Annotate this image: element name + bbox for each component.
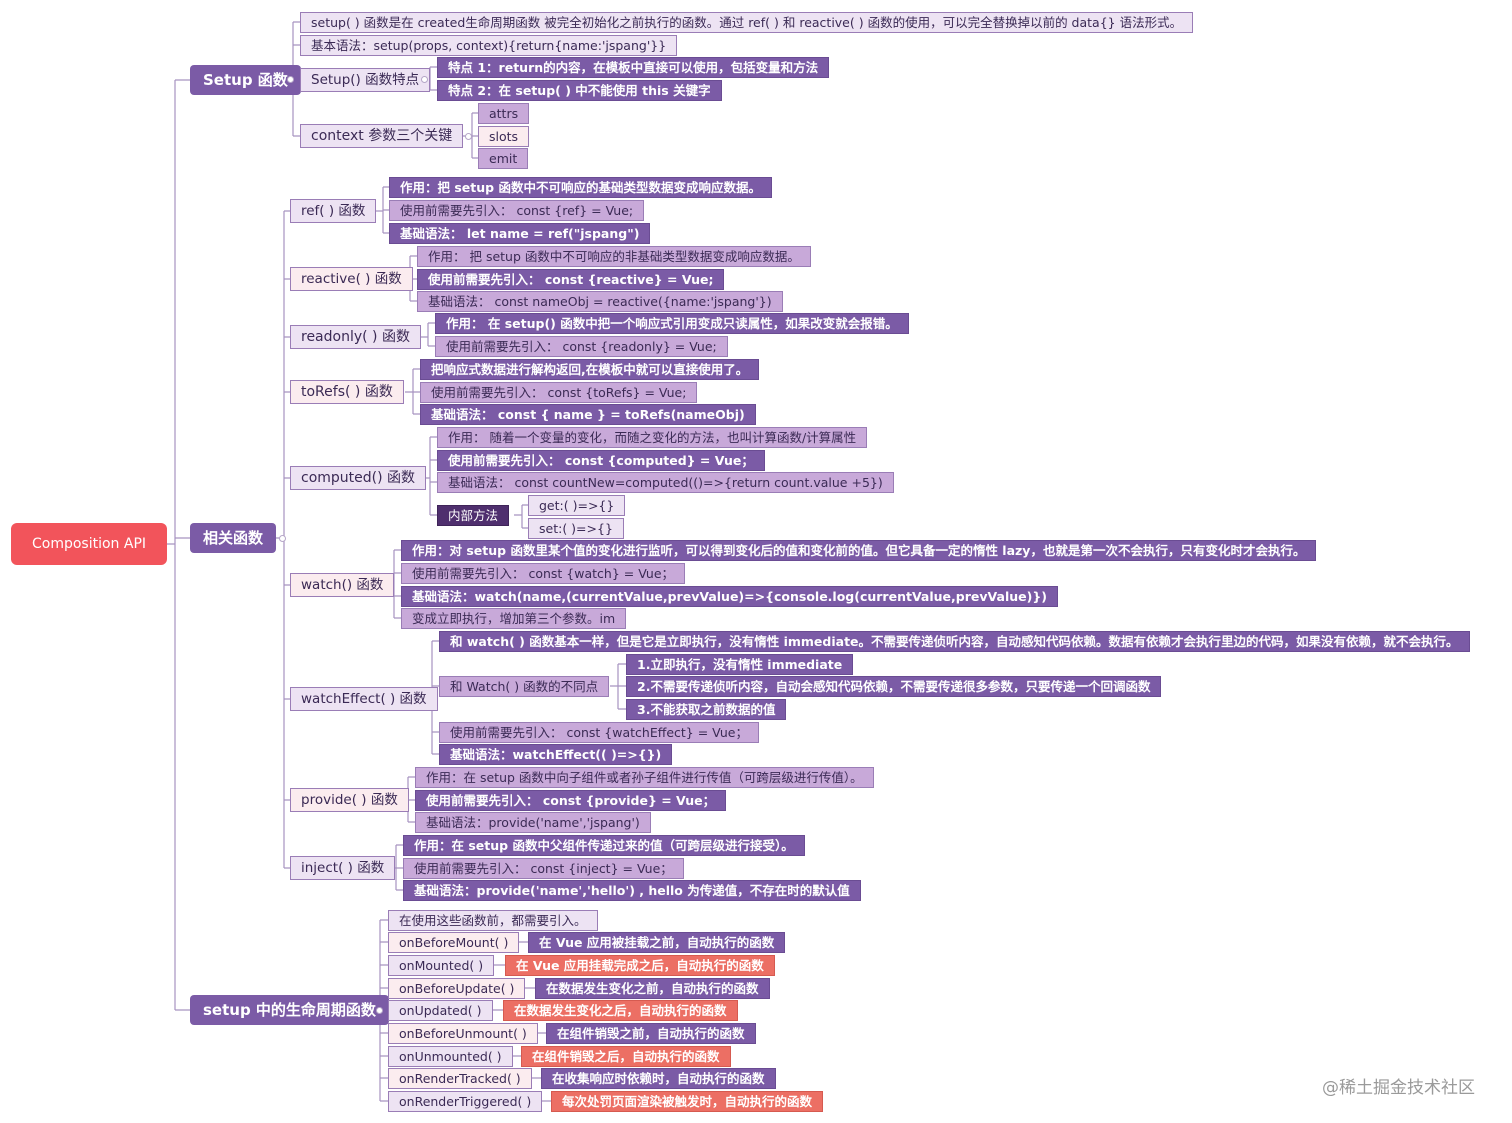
lifecycle-onupdated-desc[interactable]: 在数据发生变化之后，自动执行的函数 [503, 1000, 738, 1021]
setup-features-node[interactable]: Setup() 函数特点 [300, 68, 431, 92]
lifecycle-onbeforemount[interactable]: onBeforeMount( ) [388, 932, 520, 953]
setup-desc-node[interactable]: setup( ) 函数是在 created生命周期函数 被完全初始化之前执行的函… [300, 12, 1194, 33]
lifecycle-node[interactable]: setup 中的生命周期函数 [190, 995, 389, 1025]
lifecycle-onrendertracked-desc[interactable]: 在收集响应时依赖时，自动执行的函数 [541, 1068, 776, 1089]
lifecycle-onmounted[interactable]: onMounted( ) [388, 955, 495, 976]
lifecycle-onbeforeupdate-desc[interactable]: 在数据发生变化之前，自动执行的函数 [535, 978, 770, 999]
reactive-import[interactable]: 使用前需要先引入： const {reactive} = Vue; [417, 269, 725, 290]
lifecycle-note[interactable]: 在使用这些函数前，都需要引入。 [388, 910, 598, 931]
provide-import[interactable]: 使用前需要先引入： const {provide} = Vue； [415, 790, 727, 811]
watcheffect-diff-1[interactable]: 1.立即执行，没有惰性 immediate [626, 654, 854, 675]
provide-node[interactable]: provide( ) 函数 [290, 788, 409, 812]
computed-syntax[interactable]: 基础语法： const countNew=computed(()=>{retur… [437, 472, 894, 493]
setup-feature-1[interactable]: 特点 1：return的内容，在模板中直接可以使用，包括变量和方法 [437, 57, 830, 78]
context-slots[interactable]: slots [478, 126, 530, 147]
provide-syntax[interactable]: 基础语法：provide('name','jspang') [415, 812, 651, 833]
watcheffect-purpose[interactable]: 和 watch( ) 函数基本一样，但是它是立即执行，没有惰性 immediat… [439, 631, 1470, 652]
related-functions-node[interactable]: 相关函数 [190, 523, 277, 553]
readonly-purpose[interactable]: 作用： 在 setup() 函数中把一个响应式引用变成只读属性，如果改变就会报错… [435, 313, 909, 334]
reactive-node[interactable]: reactive( ) 函数 [290, 267, 413, 291]
lifecycle-onunmounted[interactable]: onUnmounted( ) [388, 1046, 513, 1067]
computed-node[interactable]: computed() 函数 [290, 466, 427, 490]
context-attrs[interactable]: attrs [478, 103, 530, 124]
collapse-toggle-icon[interactable] [465, 133, 472, 140]
watch-node[interactable]: watch() 函数 [290, 573, 395, 597]
collapse-toggle-icon[interactable] [421, 76, 428, 83]
root-node[interactable]: Composition API [11, 523, 167, 565]
collapse-toggle-icon[interactable] [376, 1007, 383, 1014]
computed-setter[interactable]: set:( )=>{} [528, 518, 624, 539]
context-emit[interactable]: emit [478, 148, 529, 169]
readonly-node[interactable]: readonly( ) 函数 [290, 325, 421, 349]
torefs-node[interactable]: toRefs( ) 函数 [290, 380, 404, 404]
watermark: @稀土掘金技术社区 [1322, 1078, 1475, 1098]
reactive-syntax[interactable]: 基础语法： const nameObj = reactive({name:'js… [417, 291, 783, 312]
setup-syntax-node[interactable]: 基本语法：setup(props, context){return{name:'… [300, 35, 678, 56]
ref-purpose[interactable]: 作用：把 setup 函数中不可响应的基础类型数据变成响应数据。 [389, 177, 772, 198]
watch-immediate[interactable]: 变成立即执行，增加第三个参数。im [401, 608, 627, 629]
lifecycle-onbeforeupdate[interactable]: onBeforeUpdate( ) [388, 978, 526, 999]
context-node[interactable]: context 参数三个关键 [300, 124, 464, 148]
setup-function-node[interactable]: Setup 函数 [190, 65, 301, 95]
watch-syntax[interactable]: 基础语法：watch(name,(currentValue,prevValue)… [401, 586, 1058, 607]
watcheffect-diff-3[interactable]: 3.不能获取之前数据的值 [626, 699, 787, 720]
lifecycle-onbeforemount-desc[interactable]: 在 Vue 应用被挂载之前，自动执行的函数 [528, 932, 786, 953]
lifecycle-onrendertracked[interactable]: onRenderTracked( ) [388, 1068, 532, 1089]
computed-import[interactable]: 使用前需要先引入： const {computed} = Vue； [437, 450, 765, 471]
watch-import[interactable]: 使用前需要先引入： const {watch} = Vue； [401, 563, 686, 584]
collapse-toggle-icon[interactable] [287, 76, 294, 83]
ref-node[interactable]: ref( ) 函数 [290, 199, 377, 223]
computed-getter[interactable]: get:( )=>{} [528, 495, 626, 516]
reactive-purpose[interactable]: 作用： 把 setup 函数中不可响应的非基础类型数据变成响应数据。 [417, 246, 811, 267]
computed-purpose[interactable]: 作用： 随着一个变量的变化，而随之变化的方法，也叫计算函数/计算属性 [437, 427, 868, 448]
torefs-import[interactable]: 使用前需要先引入： const {toRefs} = Vue; [420, 382, 698, 403]
inject-import[interactable]: 使用前需要先引入： const {inject} = Vue； [403, 858, 684, 879]
lifecycle-onbeforeunmount-desc[interactable]: 在组件销毁之前，自动执行的函数 [546, 1023, 756, 1044]
lifecycle-onbeforeunmount[interactable]: onBeforeUnmount( ) [388, 1023, 538, 1044]
lifecycle-onunmounted-desc[interactable]: 在组件销毁之后，自动执行的函数 [521, 1046, 731, 1067]
inject-node[interactable]: inject( ) 函数 [290, 856, 396, 880]
watcheffect-diff-2[interactable]: 2.不需要传递侦听内容，自动会感知代码依赖，不需要传递很多参数，只要传递一个回调… [626, 676, 1162, 697]
watcheffect-import[interactable]: 使用前需要先引入： const {watchEffect} = Vue； [439, 722, 759, 743]
ref-syntax[interactable]: 基础语法： let name = ref("jspang") [389, 223, 651, 244]
inject-purpose[interactable]: 作用：在 setup 函数中父组件传递过来的值（可跨层级进行接受）。 [403, 835, 805, 856]
lifecycle-onrendertriggered-desc[interactable]: 每次处罚页面渲染被触发时，自动执行的函数 [551, 1091, 824, 1112]
inject-syntax[interactable]: 基础语法：provide('name','hello') , hello 为传递… [403, 880, 861, 901]
torefs-purpose[interactable]: 把响应式数据进行解构返回,在模板中就可以直接使用了。 [420, 359, 760, 380]
setup-feature-2[interactable]: 特点 2：在 setup( ) 中不能使用 this 关键字 [437, 80, 722, 101]
lifecycle-onupdated[interactable]: onUpdated( ) [388, 1000, 493, 1021]
watch-purpose[interactable]: 作用：对 setup 函数里某个值的变化进行监听，可以得到变化后的值和变化前的值… [401, 540, 1317, 561]
collapse-toggle-icon[interactable] [279, 535, 286, 542]
provide-purpose[interactable]: 作用：在 setup 函数中向子组件或者孙子组件进行传值（可跨层级进行传值）。 [415, 767, 874, 788]
watcheffect-node[interactable]: watchEffect( ) 函数 [290, 687, 438, 711]
torefs-syntax[interactable]: 基础语法： const { name } = toRefs(nameObj) [420, 404, 756, 425]
lifecycle-onmounted-desc[interactable]: 在 Vue 应用挂载完成之后，自动执行的函数 [505, 955, 775, 976]
lifecycle-onrendertriggered[interactable]: onRenderTriggered( ) [388, 1091, 543, 1112]
computed-inner-methods[interactable]: 内部方法 [437, 505, 510, 526]
ref-import[interactable]: 使用前需要先引入： const {ref} = Vue; [389, 200, 645, 221]
watcheffect-syntax[interactable]: 基础语法：watchEffect(( )=>{}) [439, 744, 673, 765]
watcheffect-diff-node[interactable]: 和 Watch( ) 函数的不同点 [439, 676, 610, 697]
readonly-import[interactable]: 使用前需要先引入： const {readonly} = Vue; [435, 336, 728, 357]
